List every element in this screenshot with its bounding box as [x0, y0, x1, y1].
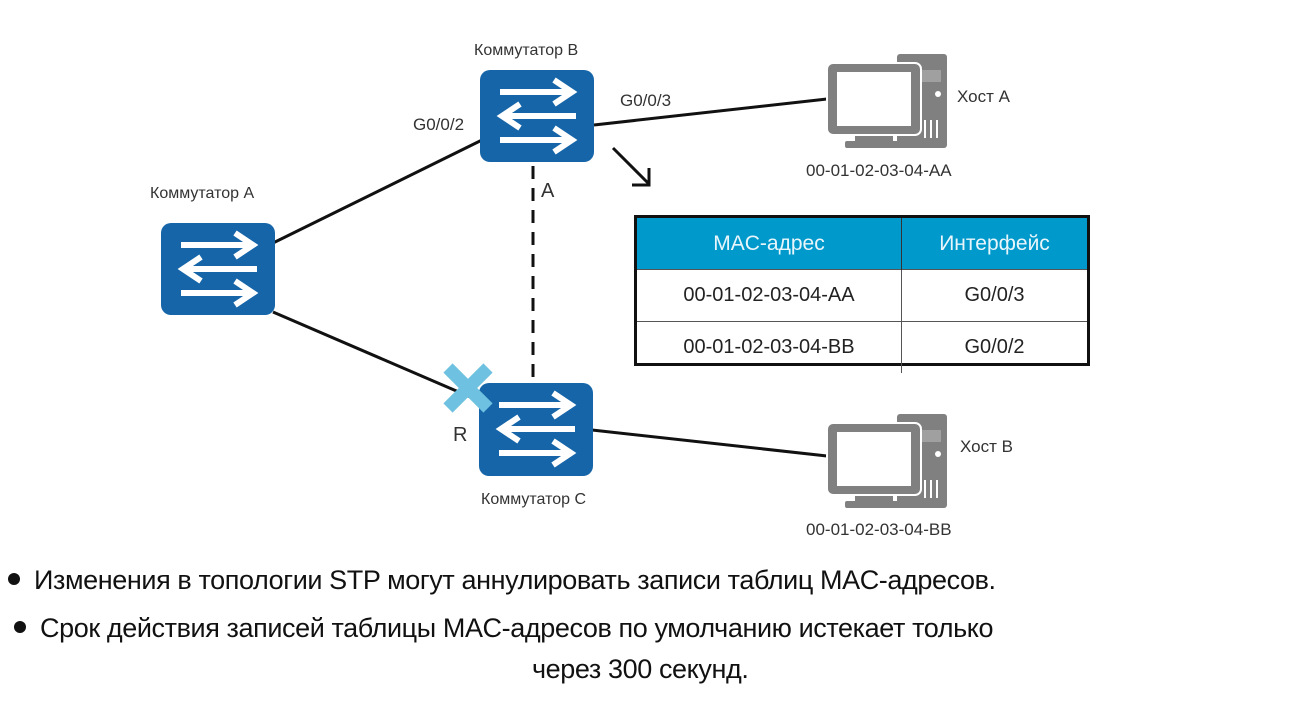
note-item-continuation: через 300 секунд.: [532, 654, 749, 685]
switch-b[interactable]: [480, 70, 594, 162]
host-b-computer-icon[interactable]: [826, 413, 948, 509]
arrow-to-table-icon: [611, 146, 651, 187]
cell-mac: 00-01-02-03-04-AA: [637, 269, 902, 322]
host-a-label: Хост A: [957, 87, 1010, 106]
switch-arrows-icon: [500, 80, 576, 152]
table-row: 00-01-02-03-04-BB G0/0/2: [637, 321, 1087, 373]
switch-a-label: Коммутатор A: [150, 185, 255, 202]
table-row: 00-01-02-03-04-AA G0/0/3: [637, 269, 1087, 322]
switch-a[interactable]: [161, 223, 275, 315]
link-a-c: [272, 310, 483, 404]
switch-b-label: Коммутатор B: [474, 42, 579, 59]
link-b-hosta: [593, 97, 828, 127]
note-text: через 300 секунд.: [532, 654, 749, 684]
host-b-label: Хост B: [960, 437, 1013, 456]
note-text: Изменения в топологии STP могут аннулиро…: [34, 565, 996, 595]
switch-c[interactable]: [479, 383, 593, 476]
cell-mac: 00-01-02-03-04-BB: [637, 321, 902, 373]
port-role-alternate: A: [541, 180, 555, 202]
link-c-hostb: [591, 428, 828, 458]
port-role-root: R: [453, 424, 468, 446]
host-a-computer-icon[interactable]: [826, 53, 948, 149]
note-item: Срок действия записей таблицы MAC-адресо…: [14, 613, 994, 644]
port-label-g003: G0/0/3: [620, 91, 672, 110]
table-header-row: MAC-адрес Интерфейс: [637, 218, 1087, 270]
switch-arrows-icon: [499, 393, 575, 465]
link-a-b: [272, 138, 483, 245]
port-label-g002: G0/0/2: [413, 115, 465, 134]
cell-interface: G0/0/3: [901, 269, 1087, 322]
mac-address-table: MAC-адрес Интерфейс 00-01-02-03-04-AA G0…: [634, 215, 1090, 373]
header-mac-address: MAC-адрес: [637, 218, 902, 270]
note-item: Изменения в топологии STP могут аннулиро…: [8, 565, 996, 596]
bullet-icon: [8, 572, 20, 585]
header-interface: Интерфейс: [901, 218, 1087, 270]
host-b-mac: 00-01-02-03-04-BB: [806, 520, 952, 539]
host-a-mac: 00-01-02-03-04-AA: [806, 161, 952, 180]
cell-interface: G0/0/2: [901, 321, 1087, 373]
note-text: Срок действия записей таблицы MAC-адресо…: [40, 613, 994, 643]
blocked-port-x-icon: [443, 363, 493, 413]
switch-arrows-icon: [181, 233, 257, 305]
bullet-icon: [14, 620, 26, 633]
switch-c-label: Коммутатор C: [481, 491, 587, 508]
